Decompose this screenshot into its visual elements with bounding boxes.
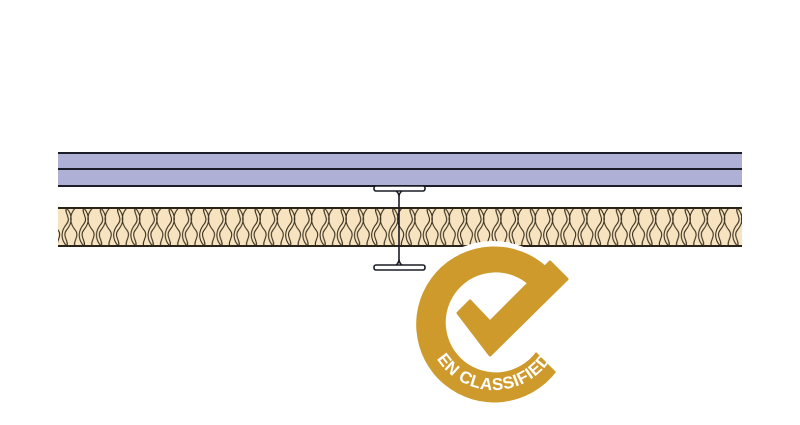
plasterboard-layers — [58, 152, 742, 187]
checkmark-icon — [456, 260, 569, 357]
plasterboard-layer-1 — [58, 153, 742, 169]
en-classified-badge: EN CLASSIFIED — [411, 241, 575, 405]
insulation-layer — [58, 207, 742, 247]
steel-i-stud — [373, 185, 426, 271]
plasterboard-layer-2 — [58, 169, 742, 186]
